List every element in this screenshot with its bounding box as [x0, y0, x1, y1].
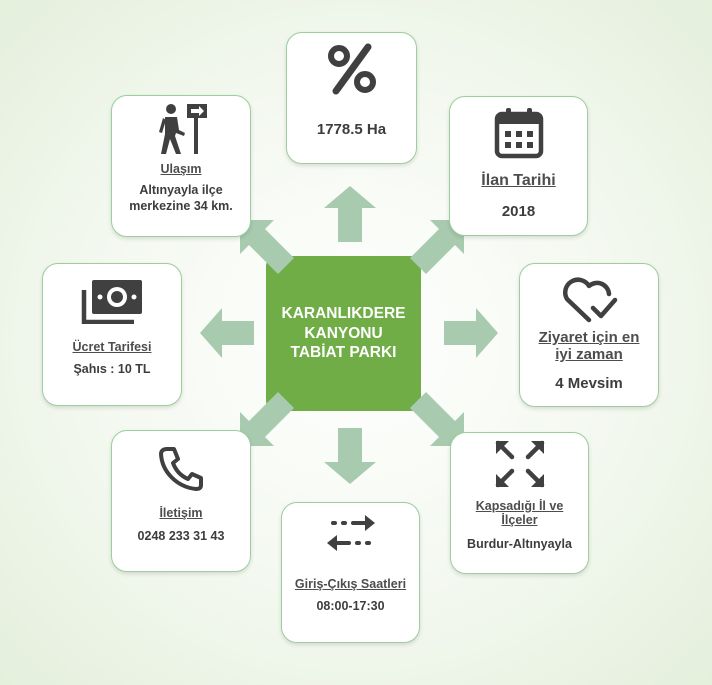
card-coverage: Kapsadığı İl ve İlçeler Burdur-Altınyayl… — [450, 432, 589, 574]
center-title-line-3: TABİAT PARKI — [290, 344, 397, 362]
center-title-box: KARANLIKDERE KANYONU TABİAT PARKI — [266, 256, 421, 411]
arrow-down-left — [240, 392, 294, 446]
transport-value-line-1: Altınyayla ilçe — [139, 183, 223, 197]
arrow-down — [324, 428, 376, 484]
contact-phone-value: 0248 233 31 43 — [137, 529, 225, 543]
arrow-left — [200, 308, 254, 358]
card-entry-exit-hours: Giriş-Çıkış Saatleri 08:00-17:30 — [281, 502, 420, 643]
card-announcement-date: İlan Tarihi 2018 — [449, 96, 588, 236]
arrow-down-right — [410, 392, 464, 446]
transport-value: Altınyayla ilçe merkezine 34 km. — [116, 183, 246, 214]
date-label: İlan Tarihi — [481, 172, 556, 189]
card-contact: İletişim 0248 233 31 43 — [111, 430, 251, 572]
transport-label: Ulaşım — [160, 162, 202, 176]
transport-value-line-2: merkezine 34 km. — [129, 198, 233, 213]
card-transport: Ulaşım Altınyayla ilçe merkezine 34 km. — [111, 95, 251, 237]
arrow-up-left — [240, 220, 294, 274]
coverage-label-line-1: Kapsadığı İl ve — [475, 499, 564, 513]
center-title-line-2: KANYONU — [304, 324, 383, 342]
arrow-right — [444, 308, 498, 358]
hours-label: Giriş-Çıkış Saatleri — [294, 577, 407, 591]
card-area: 1778.5 Ha — [286, 32, 417, 164]
arrow-up — [324, 186, 376, 242]
phone-icon — [159, 447, 203, 491]
card-fee: Ücret Tarifesi Şahıs : 10 TL — [42, 263, 182, 406]
contact-label: İletişim — [159, 506, 203, 520]
visit-value: 4 Mevsim — [555, 375, 623, 392]
hours-value: 08:00-17:30 — [316, 599, 385, 613]
percent-icon — [327, 43, 376, 95]
visit-label-line-2: iyi zaman — [555, 345, 623, 363]
fee-label: Ücret Tarifesi — [72, 340, 152, 354]
heart-check-icon — [563, 277, 618, 323]
card-best-visit-time: Ziyaret için en iyi zaman 4 Mevsim — [519, 263, 659, 407]
coverage-label: Kapsadığı İl ve İlçeler — [455, 499, 584, 527]
date-value: 2018 — [501, 203, 536, 220]
area-value: 1778.5 Ha — [316, 121, 387, 138]
calendar-icon — [494, 108, 543, 159]
visit-label: Ziyaret için en iyi zaman — [524, 329, 654, 364]
exchange-arrows-icon — [326, 515, 375, 551]
center-title-line-1: KARANLIKDERE — [281, 304, 406, 322]
arrow-up-right — [410, 220, 464, 274]
coverage-value: Burdur-Altınyayla — [467, 537, 572, 551]
fee-value: Şahıs : 10 TL — [73, 362, 151, 376]
money-icon — [81, 280, 142, 324]
visit-label-line-1: Ziyaret için en — [538, 329, 640, 346]
coverage-label-line-2: İlçeler — [501, 513, 538, 527]
expand-icon — [495, 440, 544, 488]
hiker-sign-icon — [159, 104, 207, 154]
